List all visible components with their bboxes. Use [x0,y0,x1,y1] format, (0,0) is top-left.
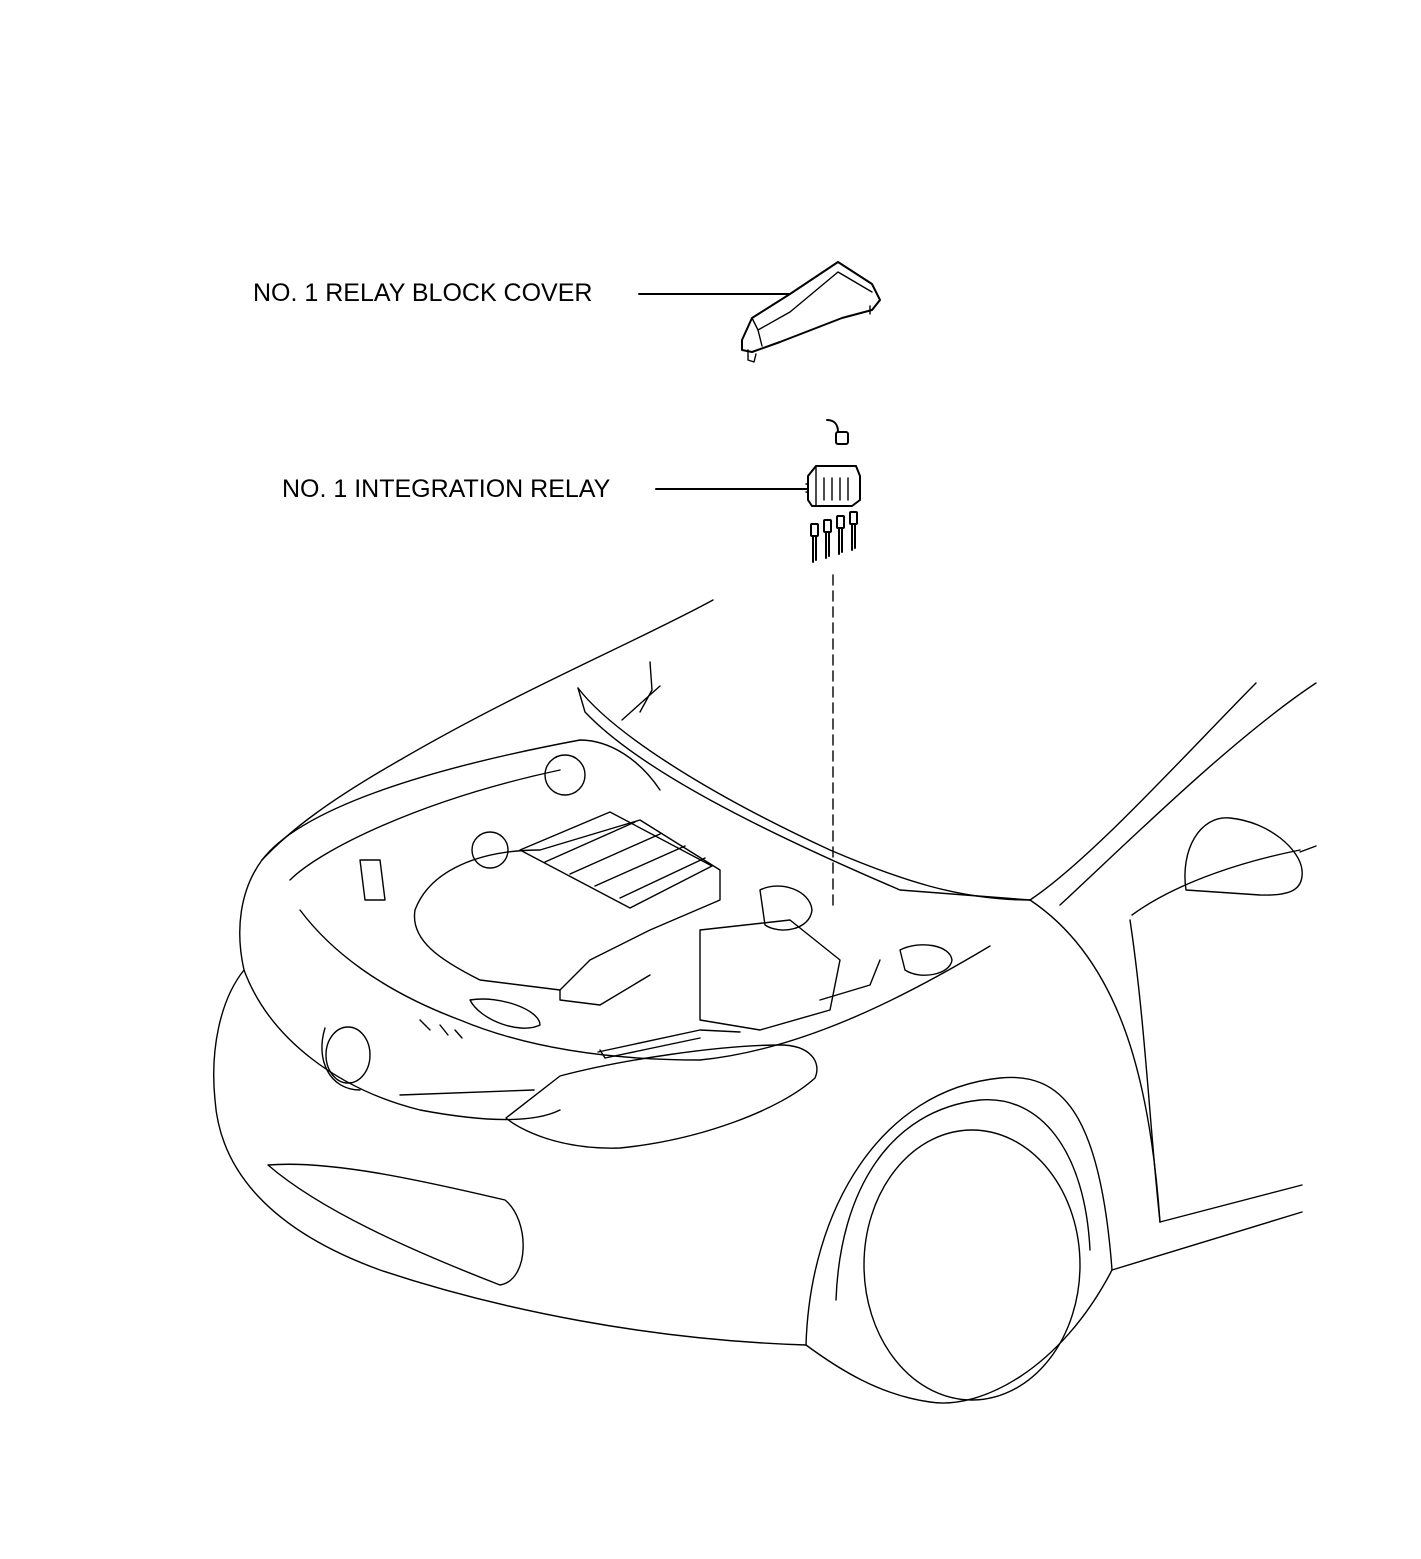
relay-terminals [810,511,858,563]
relay-block-cover [741,261,881,363]
integration-relay [805,419,861,563]
relay-block-cover-label: NO. 1 RELAY BLOCK COVER [253,279,593,307]
vehicle-front-illustration [213,599,1317,1404]
integration-relay-label: NO. 1 INTEGRATION RELAY [282,475,611,503]
